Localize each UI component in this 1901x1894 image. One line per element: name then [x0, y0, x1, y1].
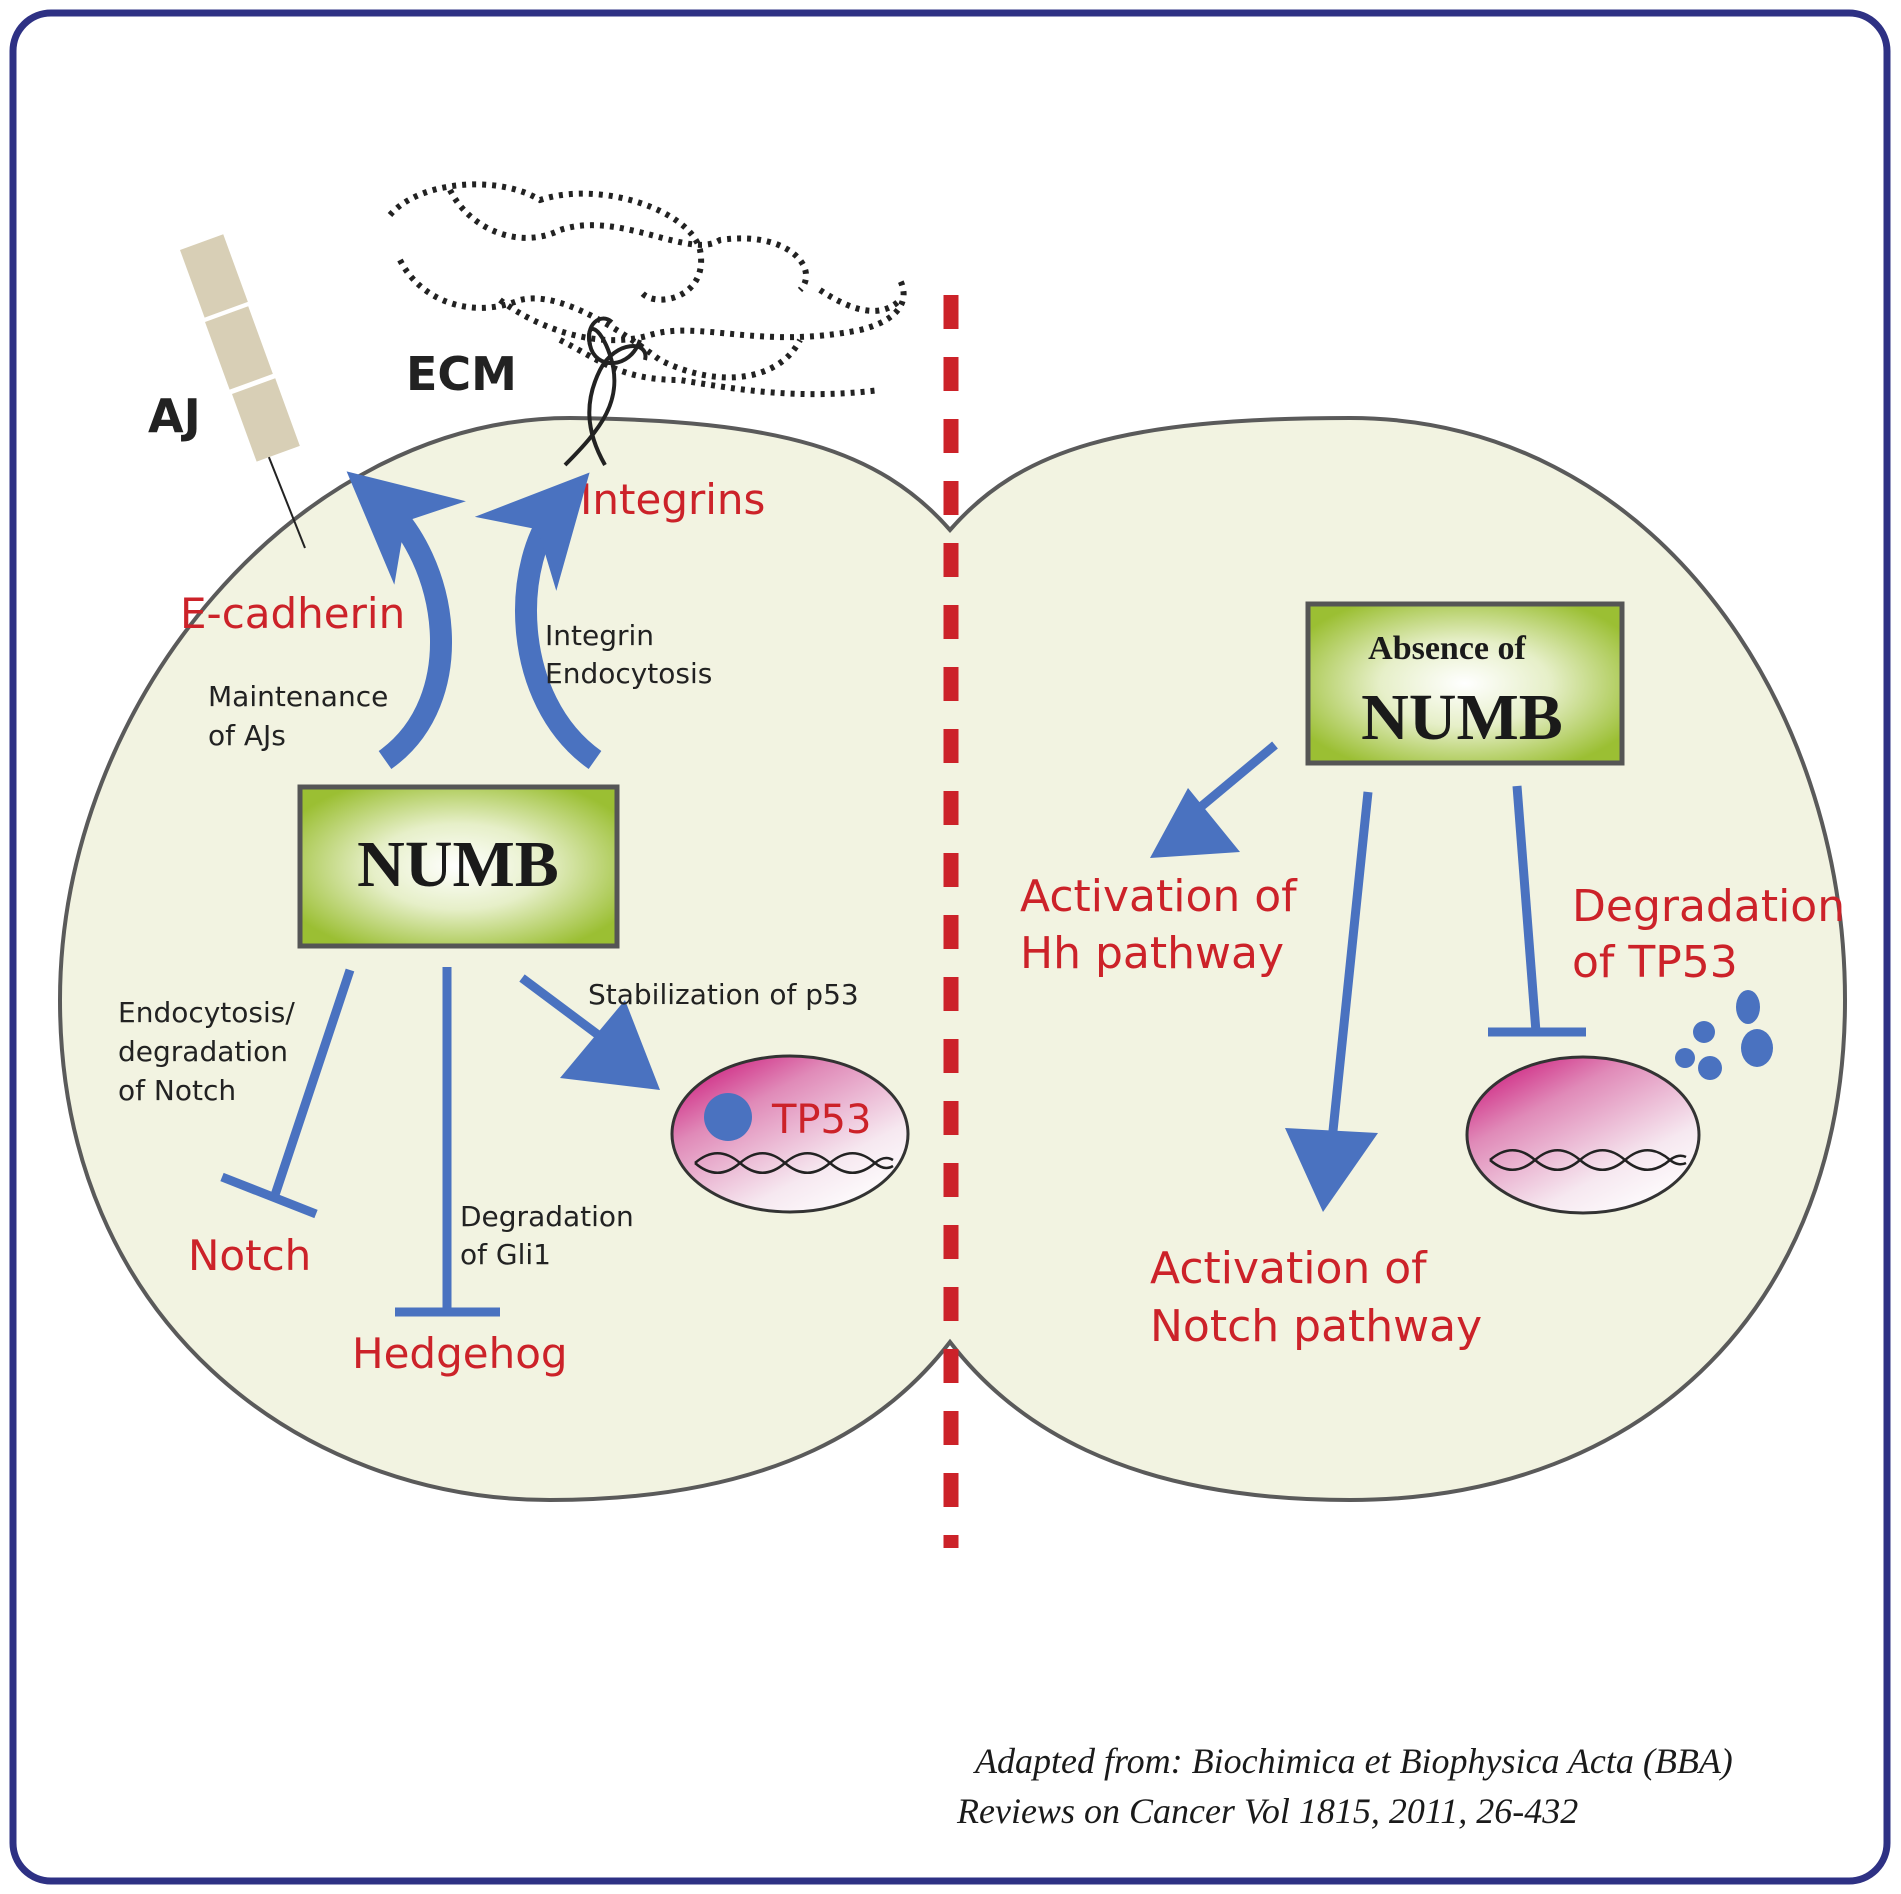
- p53-stabilization-arrow: [519, 974, 608, 1044]
- degradation-gli1-label-1: Degradation: [460, 1200, 634, 1233]
- ecm-label: ECM: [406, 347, 517, 401]
- degradation-gli1-label-2: of Gli1: [460, 1238, 551, 1271]
- absence-of-label: Absence of: [1368, 630, 1526, 667]
- e-cadherin-label: E-cadherin: [180, 589, 405, 638]
- notch-label: Notch: [188, 1231, 311, 1280]
- endocytosis-arrow: [474, 472, 602, 769]
- activation-hh-label-1: Activation of: [1020, 871, 1298, 922]
- integrin-endocytosis-label-2: Endocytosis: [545, 657, 712, 690]
- degradation-tp53-label-1: Degradation: [1572, 881, 1845, 932]
- numb-label: NUMB: [357, 828, 559, 901]
- integrins-label: Integrins: [580, 475, 765, 524]
- notch-inhibition: [220, 968, 355, 1219]
- aj-label: AJ: [148, 389, 201, 443]
- adherens-junction-icon: [180, 234, 306, 549]
- hh-arrowhead: [1150, 788, 1240, 858]
- maintenance-ajs-label-2: of AJs: [208, 719, 286, 752]
- activation-notch-label-1: Activation of: [1150, 1243, 1428, 1294]
- endocytosis-notch-label-3: of Notch: [118, 1074, 236, 1107]
- tp53-inhibition: [1488, 785, 1586, 1037]
- dna-helix-icon: [694, 1152, 894, 1174]
- notch-arrowhead: [1285, 1128, 1378, 1212]
- p53-arrowhead: [560, 1000, 660, 1090]
- degradation-tp53-label-2: of TP53: [1572, 937, 1738, 988]
- degraded-p53-fragments-icon: [1675, 990, 1773, 1080]
- citation-line-2: Reviews on Cancer Vol 1815, 2011, 26-432: [956, 1791, 1578, 1831]
- absence-numb-label: NUMB: [1361, 681, 1563, 754]
- endocytosis-notch-label-1: Endocytosis/: [118, 996, 295, 1029]
- maintenance-ajs-label-1: Maintenance: [208, 680, 388, 713]
- dna-helix-right-icon: [1489, 1149, 1687, 1171]
- integrin-icon: [563, 316, 648, 467]
- nucleus-right: [1465, 1055, 1701, 1215]
- citation-line-1: Adapted from: Biochimica et Biophysica A…: [973, 1741, 1733, 1781]
- activation-notch-label-2: Notch pathway: [1150, 1301, 1482, 1352]
- hedgehog-inhibition: [395, 967, 500, 1317]
- integrin-endocytosis-label-1: Integrin: [545, 619, 654, 652]
- absence-numb-box: [1305, 601, 1625, 766]
- tp53-label: TP53: [771, 1097, 871, 1143]
- p53-dot-icon: [704, 1093, 752, 1141]
- stabilization-p53-label: Stabilization of p53: [588, 978, 859, 1011]
- notch-activation-arrow: [1325, 791, 1373, 1161]
- hedgehog-label: Hedgehog: [352, 1329, 568, 1378]
- numb-box: [297, 784, 620, 949]
- maintenance-arrow: [346, 471, 466, 769]
- endocytosis-notch-label-2: degradation: [118, 1035, 288, 1068]
- activation-hh-label-2: Hh pathway: [1020, 928, 1284, 979]
